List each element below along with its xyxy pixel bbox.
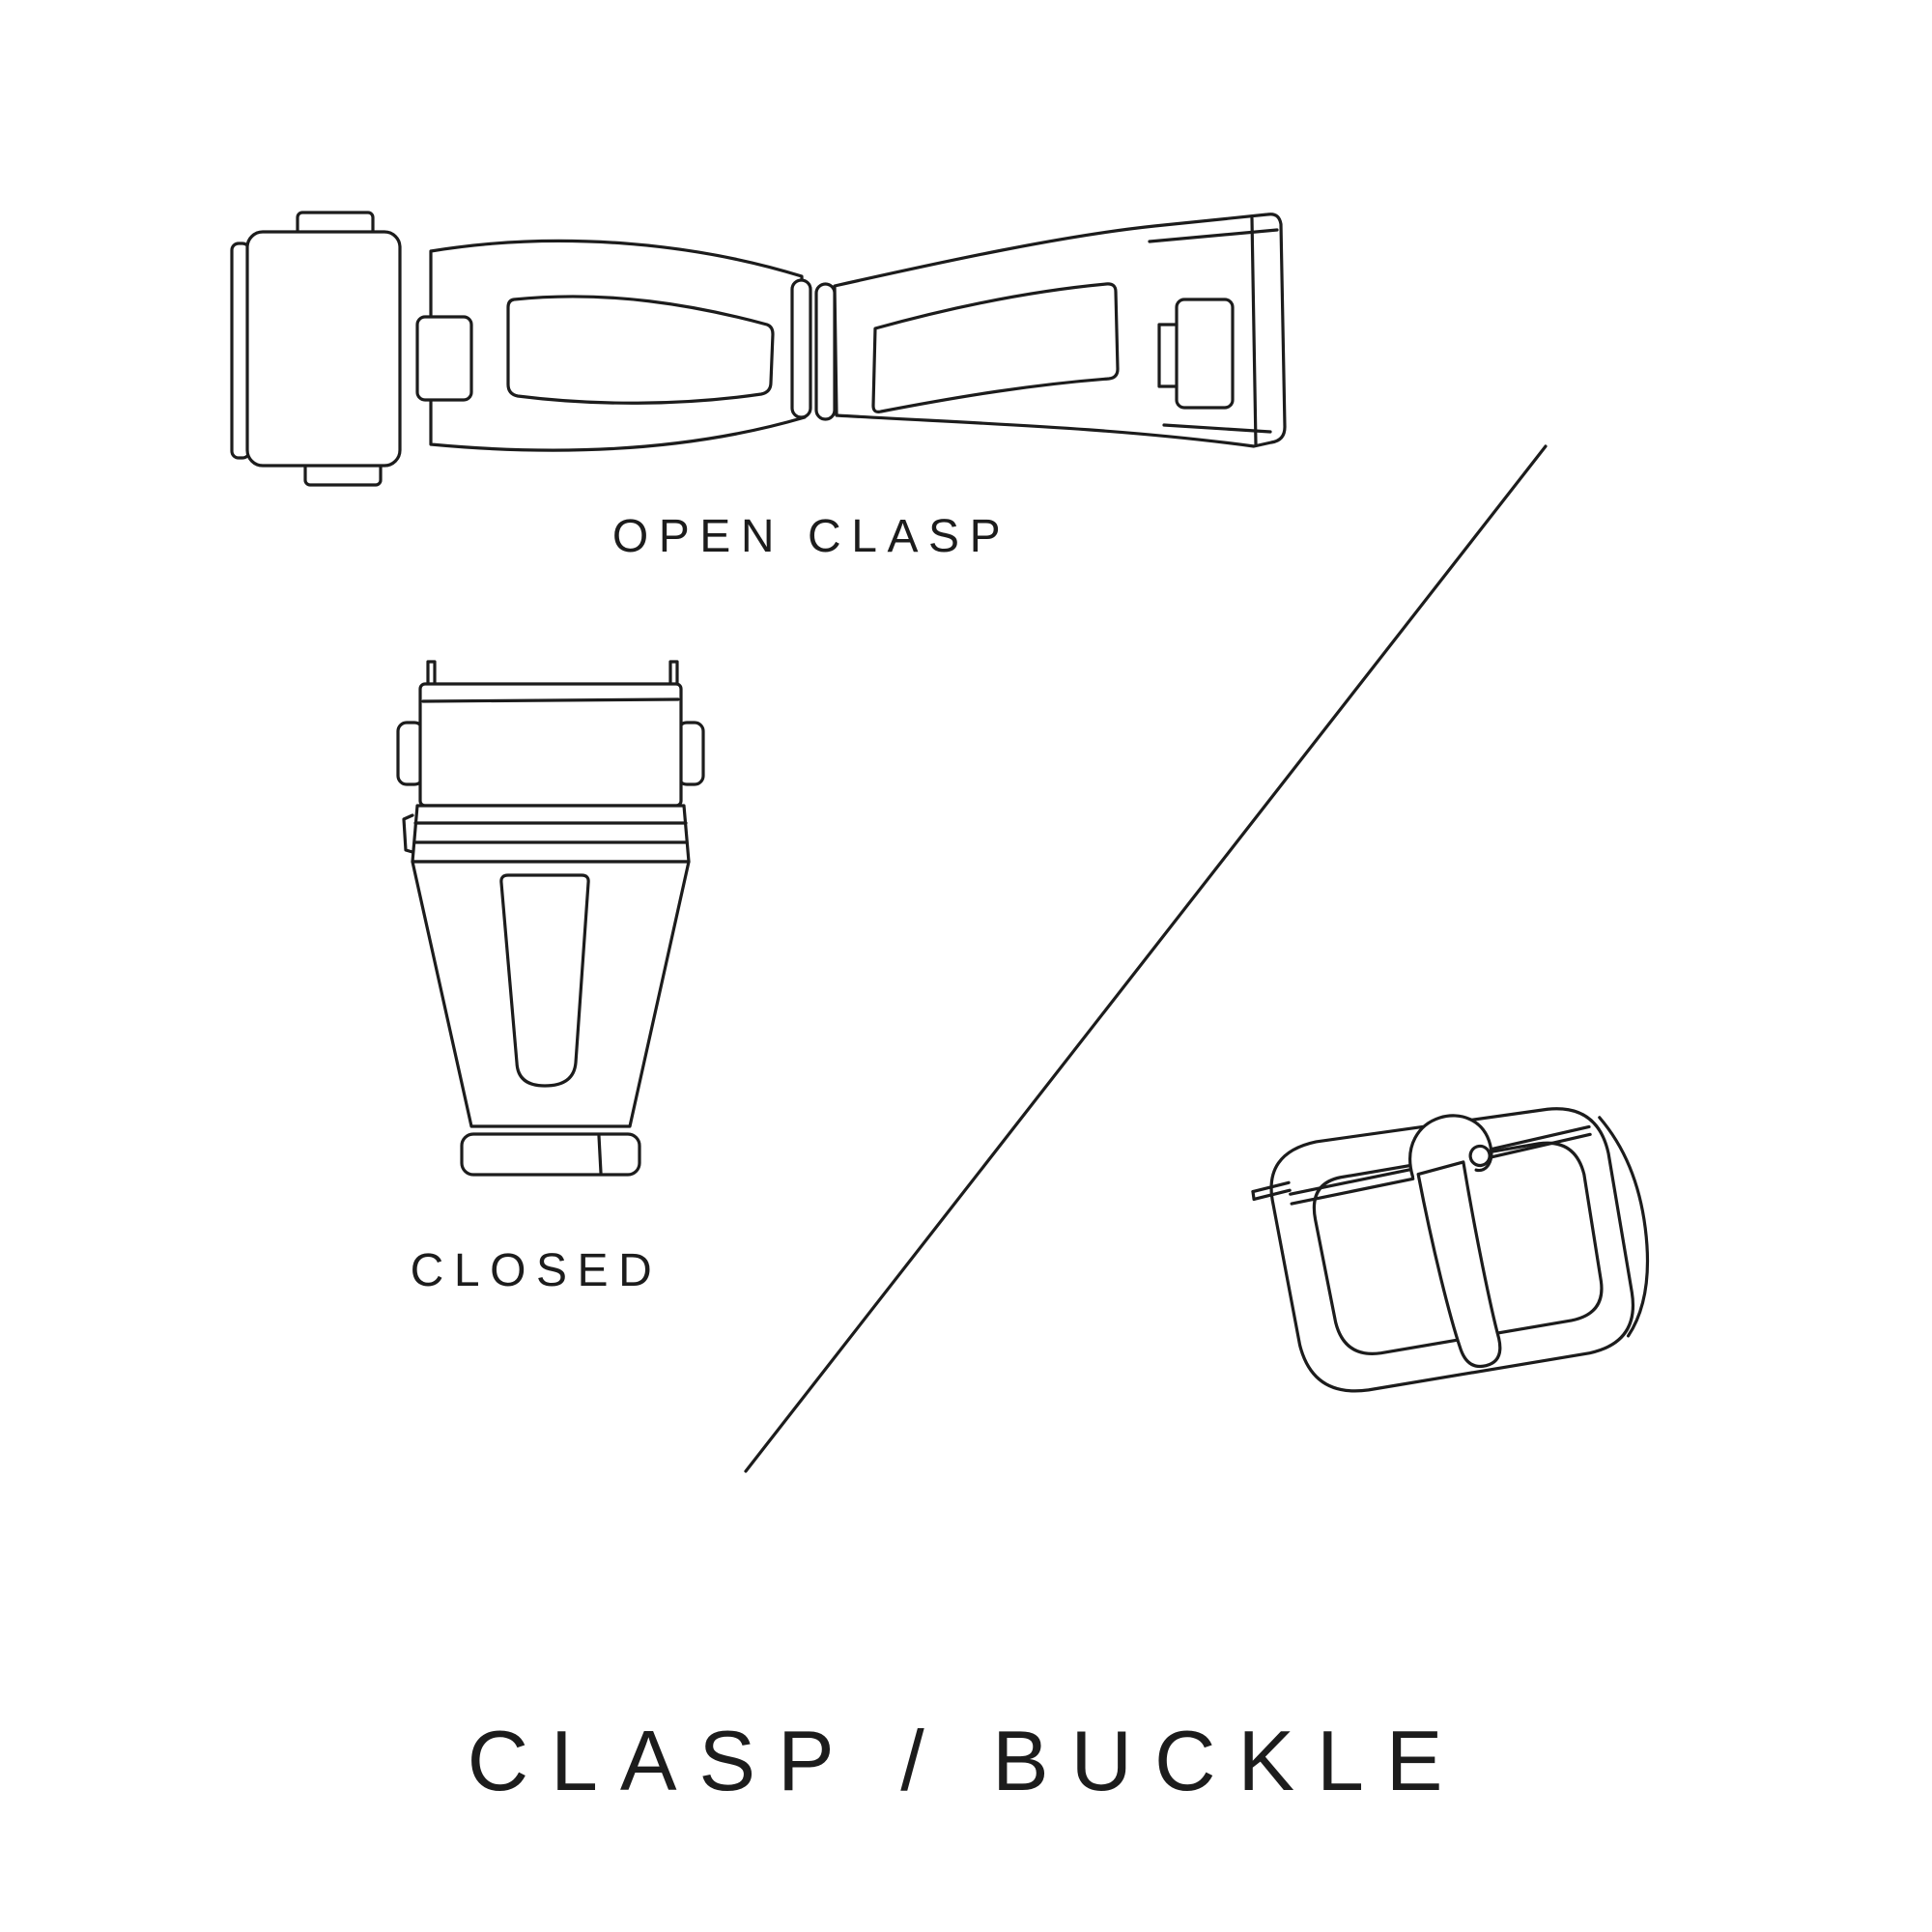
buckle-bar-right-top (1477, 1124, 1591, 1154)
open-clasp-left-arm (429, 239, 807, 452)
closed-clasp-band-step (402, 813, 414, 854)
closed-clasp-band (411, 804, 691, 864)
open-clasp-right-edge-line-top (1148, 228, 1279, 243)
closed-clasp-bottom-bar (460, 1132, 641, 1177)
buckle-bar-right-bottom (1479, 1132, 1592, 1162)
open-clasp-latch-hook (415, 315, 473, 402)
buckle-tongue (1416, 1160, 1502, 1369)
open-clasp-right-arm (833, 213, 1287, 448)
open-clasp-right-cutout (1175, 298, 1235, 410)
buckle-pin-bottom (1252, 1188, 1292, 1202)
page-title: CLASP / BUCKLE (467, 1713, 1465, 1808)
closed-clasp-body (411, 860, 691, 1128)
divider-stroke (744, 444, 1548, 1473)
closed-clasp-cover-edge (421, 697, 680, 703)
open-clasp-hinge-2 (814, 282, 837, 421)
open-clasp-caption: OPEN CLASP (611, 511, 1011, 562)
open-clasp-right-arm-slot (871, 282, 1120, 413)
open-clasp-left-arm-slot (506, 295, 775, 405)
buckle-bar-left-top (1289, 1167, 1413, 1196)
buckle-tongue-curl (1468, 1144, 1492, 1168)
open-clasp-hinge-1 (790, 278, 812, 419)
open-clasp-left-link (245, 230, 402, 468)
open-clasp-right-end-separator (1250, 216, 1258, 446)
open-clasp-illustration (230, 211, 1287, 487)
divider-line (744, 444, 1548, 1473)
buckle-pin-top (1251, 1180, 1291, 1194)
buckle-frame-thickness (1598, 1116, 1650, 1338)
buckle-illustration (1251, 1107, 1650, 1393)
open-clasp-right-hook (1157, 323, 1179, 388)
buckle-pin-cap (1251, 1189, 1256, 1202)
closed-caption: CLOSED (410, 1245, 663, 1296)
open-clasp-right-edge-line-bottom (1162, 423, 1272, 434)
buckle-bar-left-bottom (1290, 1177, 1415, 1206)
closed-clasp-illustration (396, 660, 705, 1177)
closed-clasp-bar-tick (597, 1134, 603, 1175)
closed-clasp-slot (499, 873, 590, 1088)
